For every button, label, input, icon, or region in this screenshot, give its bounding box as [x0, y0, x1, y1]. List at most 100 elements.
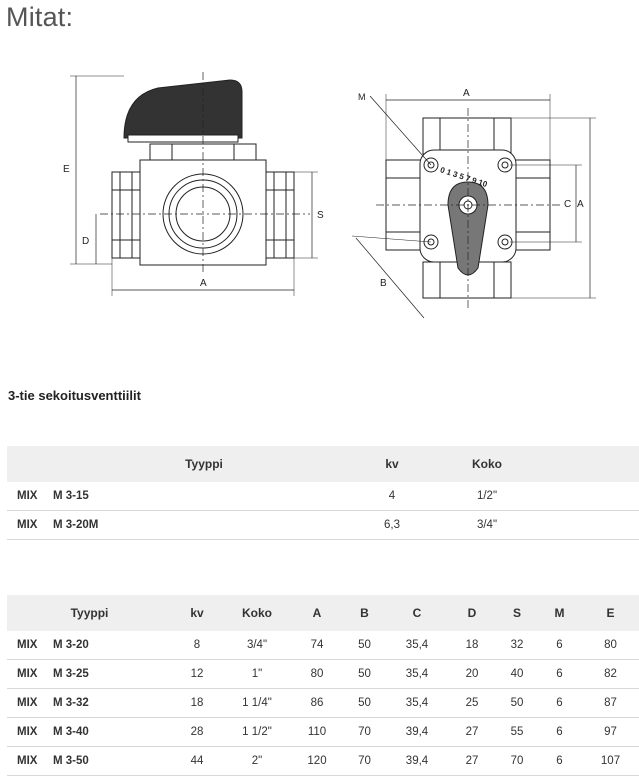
cell-d: 18: [447, 631, 497, 660]
cell-koko: 1 1/4": [222, 688, 292, 718]
header-S: S: [497, 595, 537, 631]
header-A: A: [292, 595, 342, 631]
cell-koko: 1 1/2": [222, 717, 292, 747]
cell-koko: 3/4": [222, 631, 292, 660]
label-M: M: [358, 92, 366, 102]
cell-c: 39,4: [387, 746, 447, 776]
cell-brand: MIX: [7, 510, 52, 540]
cell-e: 97: [582, 717, 639, 747]
valve-table-small: Tyyppi kv Koko MIX M 3-15 4 1/2" MIX M 3…: [7, 446, 639, 540]
cell-c: 35,4: [387, 659, 447, 689]
label-S: S: [317, 210, 324, 221]
cell-e: 80: [582, 631, 639, 660]
header-M: M: [537, 595, 582, 631]
cell-b: 50: [342, 631, 387, 660]
cell-s: 70: [497, 746, 537, 776]
page-title: Mitat:: [6, 2, 74, 32]
label-B: B: [380, 278, 387, 289]
cell-m: 6: [537, 631, 582, 660]
cell-kv: 18: [172, 688, 222, 718]
header-B: B: [342, 595, 387, 631]
cell-model: M 3-25: [52, 659, 172, 689]
cell-m: 6: [537, 717, 582, 747]
cell-model: M 3-50: [52, 746, 172, 776]
cell-kv: 12: [172, 659, 222, 689]
cell-model: M 3-20M: [52, 510, 342, 540]
cell-s: 50: [497, 688, 537, 718]
cell-b: 70: [342, 717, 387, 747]
cell-kv: 4: [342, 482, 442, 511]
label-A-side: A: [200, 278, 207, 289]
label-A-right: A: [577, 199, 584, 210]
header-C: C: [387, 595, 447, 631]
cell-m: 6: [537, 659, 582, 689]
cell-kv: 28: [172, 717, 222, 747]
cell-b: 50: [342, 659, 387, 689]
cell-a: 80: [292, 659, 342, 689]
cell-model: M 3-40: [52, 717, 172, 747]
cell-model: M 3-32: [52, 688, 172, 718]
label-C: C: [564, 199, 571, 210]
cell-s: 40: [497, 659, 537, 689]
cell-d: 20: [447, 659, 497, 689]
header-tyyppi: Tyyppi: [7, 446, 342, 482]
cell-brand: MIX: [7, 631, 52, 660]
cell-a: 86: [292, 688, 342, 718]
cell-b: 50: [342, 688, 387, 718]
cell-kv: 6,3: [342, 510, 442, 540]
label-E: E: [63, 164, 70, 175]
label-D: D: [82, 236, 89, 247]
header-koko: Koko: [442, 446, 532, 482]
cell-model: M 3-15: [52, 482, 342, 511]
cell-koko: 3/4": [442, 510, 532, 540]
cell-brand: MIX: [7, 659, 52, 689]
cell-c: 35,4: [387, 688, 447, 718]
header-E: E: [582, 595, 639, 631]
cell-model: M 3-20: [52, 631, 172, 660]
valve-dimension-drawing: E D A S 0 1 3 5 7 9 10: [63, 72, 596, 319]
header-kv: kv: [172, 595, 222, 631]
cell-koko: 1": [222, 659, 292, 689]
table-header-row: Tyyppi kv Koko: [7, 446, 639, 482]
cell-brand: MIX: [7, 482, 52, 511]
cell-b: 70: [342, 746, 387, 776]
cell-e: 107: [582, 746, 639, 776]
cell-m: 6: [537, 746, 582, 776]
header-tyyppi: Tyyppi: [7, 595, 172, 631]
cell-s: 32: [497, 631, 537, 660]
table-row: MIX M 3-20M 6,3 3/4": [7, 510, 639, 540]
label-A-top: A: [463, 88, 470, 99]
section-heading: 3-tie sekoitusventtiilit: [8, 388, 141, 403]
table-header-row: Tyyppi kv Koko A B C D S M E: [7, 595, 639, 631]
cell-m: 6: [537, 688, 582, 718]
cell-c: 39,4: [387, 717, 447, 747]
header-kv: kv: [342, 446, 442, 482]
valve-top-view: 0 1 3 5 7 9 10 A M C A B: [351, 88, 596, 319]
valve-side-view: E D A S: [63, 72, 324, 296]
cell-koko: 1/2": [442, 482, 532, 511]
cell-kv: 44: [172, 746, 222, 776]
cell-brand: MIX: [7, 717, 52, 747]
cell-brand: MIX: [7, 746, 52, 776]
cell-e: 82: [582, 659, 639, 689]
cell-s: 55: [497, 717, 537, 747]
cell-koko: 2": [222, 746, 292, 776]
cell-c: 35,4: [387, 631, 447, 660]
cell-d: 25: [447, 688, 497, 718]
cell-kv: 8: [172, 631, 222, 660]
cell-d: 27: [447, 746, 497, 776]
cell-a: 74: [292, 631, 342, 660]
cell-e: 87: [582, 688, 639, 718]
cell-a: 110: [292, 717, 342, 747]
cell-a: 120: [292, 746, 342, 776]
header-koko: Koko: [222, 595, 292, 631]
cell-brand: MIX: [7, 688, 52, 718]
table-row: MIX M 3-15 4 1/2": [7, 482, 639, 511]
header-D: D: [447, 595, 497, 631]
